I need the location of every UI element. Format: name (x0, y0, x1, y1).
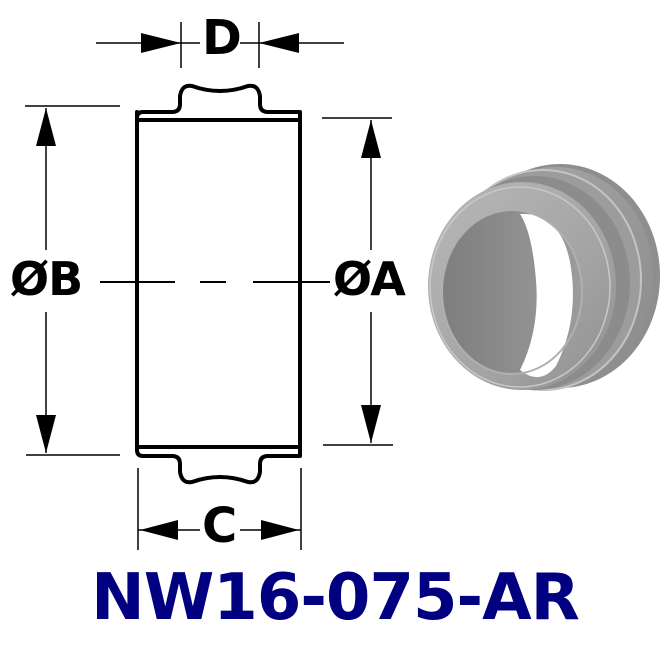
dimension-d (96, 22, 344, 68)
dimension-label-c: C (202, 498, 238, 554)
arrow-c-left (140, 520, 178, 540)
arrow-d-right (259, 33, 299, 53)
dimension-a (322, 117, 393, 446)
dimension-c (137, 468, 302, 550)
part-number-title: NW16-075-AR (91, 561, 580, 635)
arrow-b-down (36, 415, 56, 453)
arrow-c-right (261, 520, 299, 540)
arrow-a-up (361, 120, 381, 158)
section-profile (135, 83, 302, 485)
arrow-b-up (36, 108, 56, 146)
arrow-a-down (361, 405, 381, 443)
dimension-b (25, 105, 120, 456)
dimension-label-d: D (202, 10, 242, 66)
dimension-label-a: ØA (333, 252, 406, 306)
dimension-label-b: ØB (10, 252, 83, 306)
ring-3d-illustration (428, 164, 660, 391)
arrow-d-left (141, 33, 181, 53)
profile-outline (135, 83, 302, 485)
